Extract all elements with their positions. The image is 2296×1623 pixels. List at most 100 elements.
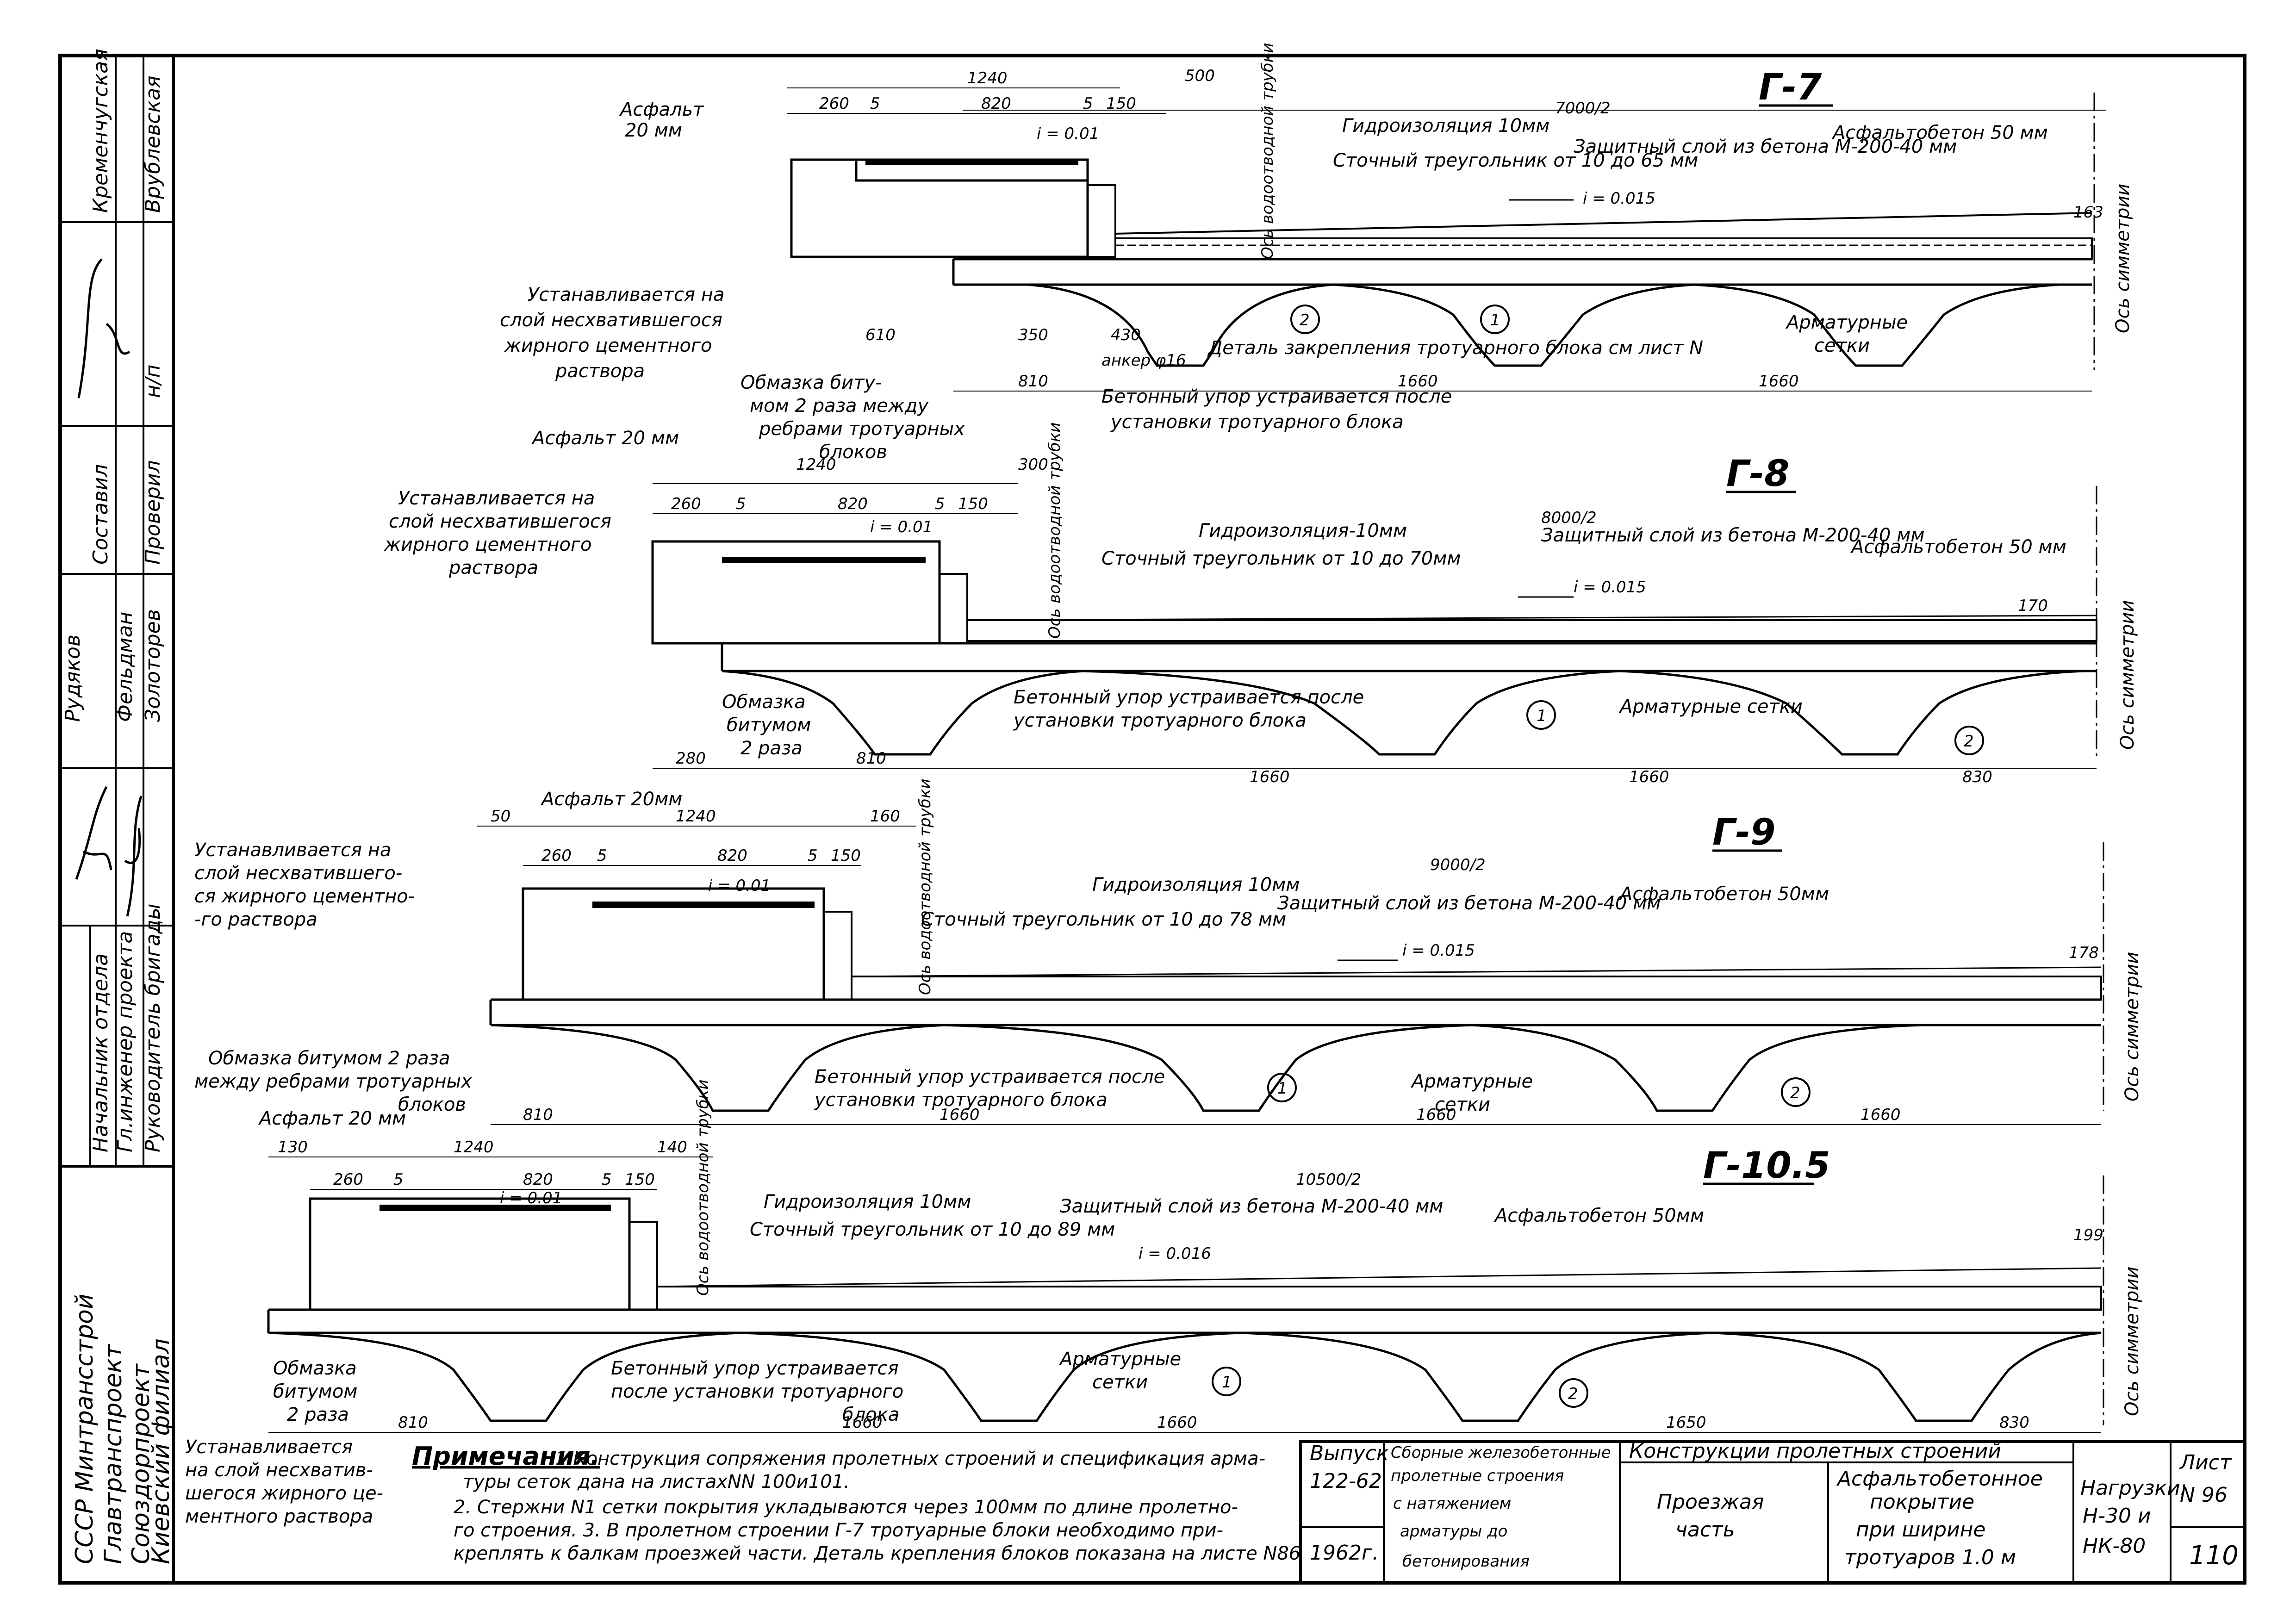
- title-block: Выпуск 122-62 1962г. Сборные железобетон…: [1299, 1439, 2246, 1584]
- org-line-1: СССР Минтрансстрой: [71, 1293, 99, 1564]
- g8-dim-1660b: 1660: [1629, 768, 1669, 786]
- stamp-title-4: тротуаров 1.0 м: [1844, 1546, 2016, 1569]
- section-half-g105: 10500/2: [1296, 1170, 1361, 1189]
- g105-mark-2: 2: [1568, 1385, 1578, 1403]
- g7-os-truby: Ось водоотводной трубки: [1258, 43, 1277, 259]
- g9-os-symm: Ось симметрии: [2122, 952, 2143, 1101]
- g9-slope-top: i = 0.01: [708, 877, 771, 895]
- stamp-title-1: Асфальтобетонное: [1836, 1467, 2043, 1491]
- g7-dim-810: 810: [1018, 372, 1048, 391]
- g8-ustanavl-1: Устанавливается на: [398, 488, 595, 509]
- g7-stochny: Сточный треугольник от 10 до 65 мм: [1333, 150, 1698, 171]
- g9-os-truby: Ось водоотводной трубки: [916, 779, 934, 995]
- g9-upor-1: Бетонный упор устраивается после: [815, 1066, 1165, 1088]
- g8-dim-810: 810: [856, 749, 886, 768]
- stamp-title-2: покрытие: [1870, 1490, 1974, 1514]
- g7-obmazka-3: ребрами тротуарных: [759, 418, 965, 440]
- g9-gidroizol: Гидроизоляция 10мм: [1092, 874, 1300, 895]
- g105-upor-3: блока: [842, 1404, 899, 1425]
- g9-dim-5a: 5: [597, 846, 607, 865]
- stamp-load-label: Нагрузки:: [2080, 1476, 2187, 1500]
- g7-asphalt-mm: 20 мм: [625, 120, 682, 141]
- g9-dim-150: 150: [831, 846, 861, 865]
- stamp-part-2: часть: [1675, 1518, 1735, 1542]
- g8-os-truby: Ось водоотводной трубки: [1045, 423, 1064, 639]
- g7-upor-2: установки тротуарного блока: [1110, 411, 1404, 433]
- g9-asph-beton: Асфальтобетон 50мм: [1618, 883, 1829, 905]
- g9-upor-2: установки тротуарного блока: [814, 1089, 1108, 1111]
- section-title-g7: Г-7: [1759, 67, 1822, 108]
- g105-dim-810: 810: [398, 1413, 428, 1432]
- strip-name-kremenchug: Кременчугская: [89, 49, 112, 213]
- g8-zasch: Защитный слой из бетона М-200-40 мм: [1541, 525, 1924, 546]
- g105-dim-1240: 1240: [454, 1138, 494, 1157]
- g9-dim-1240: 1240: [676, 807, 716, 826]
- notes-block: Примечания. 1.Конструкция сопряжения про…: [412, 1442, 1300, 1564]
- strip-name-rudyakov: Рудяков: [61, 634, 85, 722]
- g7-obmazka-4: блоков: [819, 442, 887, 463]
- g105-asphalt: Асфальт 20 мм: [258, 1108, 406, 1129]
- stamp-page: 110: [2189, 1541, 2239, 1571]
- g7-dim-150: 150: [1106, 94, 1136, 113]
- g7-obmazka-2: мом 2 раза между: [750, 395, 929, 417]
- g9-dim-1660b: 1660: [1416, 1106, 1456, 1124]
- section-g105: Г-10.5 10500/2 130 1240 140 260 5 820 5 …: [185, 1080, 2143, 1527]
- g7-upor-1: Бетонный упор устраивается после: [1101, 386, 1452, 407]
- g8-obmazka-2: битумом: [727, 715, 811, 736]
- g7-dim-350: 350: [1018, 326, 1048, 344]
- g8-obmazka-1: Обмазка: [722, 691, 806, 713]
- section-half-g7: 7000/2: [1555, 99, 1611, 118]
- g8-asph-beton: Асфальтобетон 50 мм: [1850, 536, 2066, 558]
- g7-slope: i = 0.015: [1583, 189, 1655, 208]
- g105-asph-beton: Асфальтобетон 50мм: [1493, 1205, 1704, 1226]
- g7-slope-top: i = 0.01: [1037, 124, 1099, 143]
- g8-upor-2: установки тротуарного блока: [1013, 710, 1307, 731]
- section-g8: Г-8 8000/2 1240 300 260 5 820 5 150 Асфа…: [384, 423, 2138, 786]
- note-3: креплять к балкам проезжей части. Деталь…: [454, 1543, 1300, 1564]
- stamp-load-1: Н-30 и: [2083, 1504, 2151, 1528]
- g7-obmazka-1: Обмазка биту-: [740, 372, 882, 393]
- g9-dim-1660c: 1660: [1860, 1106, 1901, 1124]
- g105-mark-1: 1: [1222, 1373, 1232, 1392]
- section-title-g8: Г-8: [1726, 453, 1789, 495]
- section-title-g9: Г-9: [1712, 812, 1775, 853]
- note-2a: 2. Стержни N1 сетки покрытия укладываютс…: [454, 1497, 1238, 1518]
- sheet-frame: [58, 54, 2246, 1585]
- strip-np: н/п: [141, 365, 165, 398]
- g8-stochny: Сточный треугольник от 10 до 70мм: [1101, 548, 1461, 569]
- g7-detal: Деталь закрепления тротуарного блока см …: [1207, 337, 1703, 359]
- g8-dim-260: 260: [671, 495, 701, 513]
- g7-asph-beton: Асфальтобетон 50 мм: [1831, 122, 2048, 143]
- g9-armat-1: Арматурные: [1410, 1071, 1533, 1092]
- g8-os-symm: Ось симметрии: [2117, 600, 2138, 750]
- g105-upor-2: после установки тротуарного: [611, 1381, 903, 1402]
- section-half-g9: 9000/2: [1430, 856, 1486, 874]
- strip-name-feldman: Фельдман: [113, 612, 137, 722]
- g7-dim-430: 430: [1111, 326, 1141, 344]
- g9-obmazka-2: между ребрами тротуарных: [194, 1071, 472, 1092]
- g9-ustanavl-2: слой несхватившего-: [194, 863, 402, 884]
- g105-obmazka-1: Обмазка: [273, 1358, 357, 1379]
- strip-role-nachalnik: Начальник отдела: [89, 953, 112, 1152]
- g7-dim-1240: 1240: [967, 69, 1008, 87]
- g7-anker: анкер φ16: [1101, 351, 1186, 370]
- g7-dim-610: 610: [865, 326, 896, 344]
- g105-dim-5a: 5: [393, 1170, 404, 1189]
- section-half-g8: 8000/2: [1541, 509, 1597, 527]
- g8-side-num: 170: [2018, 597, 2048, 615]
- section-g9: Г-9 9000/2 50 1240 160 260 5 820 5 150 А…: [194, 779, 2143, 1125]
- strip-name-zolotorev: Золоторев: [141, 609, 165, 722]
- g8-obmazka-3: 2 раза: [740, 738, 803, 759]
- stamp-year: 1962г.: [1310, 1541, 1379, 1565]
- g7-ustanavl-1: Устанавливается на: [528, 284, 724, 305]
- g9-ustanavl-1: Устанавливается на: [194, 839, 391, 861]
- stamp-list-no: N 96: [2180, 1483, 2228, 1507]
- g9-ustanavl-4: -го раствора: [194, 909, 317, 930]
- g9-stochny: Сточный треугольник от 10 до 78 мм: [921, 909, 1286, 930]
- g9-zasch: Защитный слой из бетона М-200-40 мм: [1277, 893, 1661, 914]
- g9-dim-50: 50: [491, 807, 510, 826]
- g9-obmazka-3: блоков: [398, 1094, 466, 1115]
- g8-dim-1660a: 1660: [1250, 768, 1290, 786]
- g105-ustanavl-1: Устанавливается: [185, 1436, 353, 1458]
- g105-ustanavl-4: ментного раствора: [185, 1506, 373, 1527]
